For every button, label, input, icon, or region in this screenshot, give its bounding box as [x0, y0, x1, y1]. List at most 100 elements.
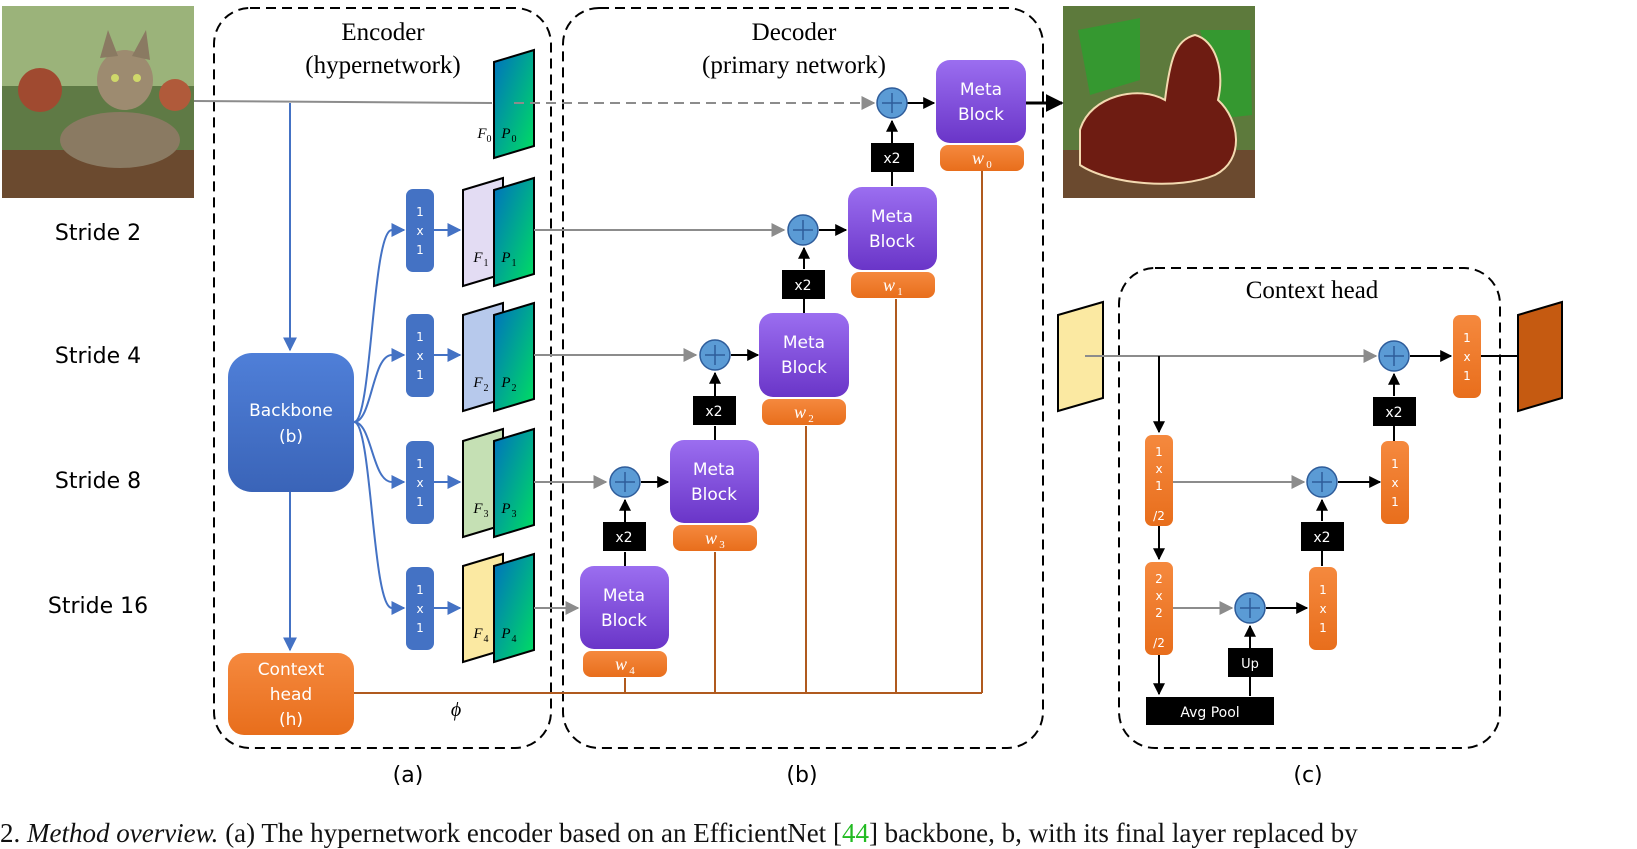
svg-text:x: x	[416, 224, 423, 238]
svg-text:4: 4	[629, 665, 635, 677]
meta-block-1: Meta Block	[848, 187, 937, 270]
meta-block-4: Meta Block	[580, 566, 669, 649]
svg-text:1: 1	[416, 205, 424, 219]
ctx-add-node-1	[1306, 466, 1338, 498]
svg-text:1: 1	[1319, 583, 1327, 597]
svg-text:Block: Block	[691, 485, 737, 505]
panel-label-c: (c)	[1293, 763, 1322, 788]
context-head-connections	[1085, 349, 1517, 696]
svg-text:1: 1	[897, 286, 903, 298]
upsample-x2-1: x2	[782, 270, 825, 299]
decoder-subtitle: (primary network)	[702, 52, 886, 79]
svg-text:x: x	[1463, 350, 1470, 364]
svg-text:3: 3	[484, 509, 489, 520]
svg-text:x: x	[416, 476, 423, 490]
ctx-conv2x2-half: 2 x 2 /2	[1145, 562, 1173, 655]
svg-text:F: F	[472, 501, 483, 517]
svg-text:P: P	[500, 126, 510, 142]
svg-text:Block: Block	[781, 358, 827, 378]
caption-part1: (a) The hypernetwork encoder based on an…	[218, 818, 842, 848]
stride-2-label: Stride 2	[55, 221, 141, 246]
caption-part2: ] backbone, b, with its final layer repl…	[868, 818, 1358, 848]
context-head-panel	[1118, 267, 1501, 749]
ctx-conv1x1-c: 1 x 1	[1453, 315, 1481, 398]
output-segmentation-image	[1063, 6, 1255, 198]
feature-maps-level2: F 2 P 2	[462, 301, 535, 413]
upsample-x2-0: x2	[871, 143, 914, 172]
panel-label-b: (b)	[786, 763, 817, 788]
svg-text:2: 2	[808, 413, 814, 425]
weight-w1: w 1	[851, 272, 935, 298]
svg-text:w: w	[705, 528, 717, 548]
conv1x1-stride4: 1 x 1	[406, 314, 434, 397]
svg-text:2: 2	[484, 383, 489, 394]
ctx-add-node-0	[1378, 340, 1410, 372]
feature-maps-level4: F 4 P 4	[462, 552, 535, 664]
svg-text:1: 1	[484, 258, 489, 269]
ctx-avg-pool: Avg Pool	[1146, 697, 1274, 725]
svg-text:x2: x2	[794, 278, 811, 294]
weight-w4: w 4	[583, 651, 667, 677]
svg-text:3: 3	[719, 539, 725, 551]
svg-text:w: w	[615, 654, 627, 674]
encoder-panel	[213, 7, 552, 749]
backbone-sublabel: (b)	[279, 427, 303, 447]
backbone-label: Backbone	[249, 401, 333, 421]
svg-text:/2: /2	[1153, 509, 1165, 523]
ctx-up-box: Up	[1228, 648, 1273, 677]
caption-ref[interactable]: 44	[841, 818, 869, 848]
svg-text:0: 0	[487, 134, 492, 145]
caption-prefix: 2.	[0, 818, 27, 848]
svg-text:Meta: Meta	[960, 80, 1002, 100]
svg-text:P: P	[500, 501, 510, 517]
svg-text:1: 1	[1391, 457, 1399, 471]
svg-text:x2: x2	[1385, 405, 1402, 421]
feature-maps-level1: F 1 P 1	[462, 176, 535, 288]
weight-w2: w 2	[762, 399, 846, 425]
svg-text:Meta: Meta	[871, 207, 913, 227]
svg-text:1: 1	[1155, 445, 1163, 459]
panel-label-a: (a)	[393, 763, 424, 788]
feature-map-p0: F 0 P 0	[476, 48, 535, 160]
svg-text:2: 2	[1155, 572, 1163, 586]
conv1x1-stride2: 1 x 1	[406, 189, 434, 272]
svg-text:2: 2	[1155, 606, 1163, 620]
stride-16-label: Stride 16	[48, 594, 148, 619]
encoder-title: Encoder	[341, 19, 425, 46]
svg-text:1: 1	[512, 258, 517, 269]
svg-text:P: P	[500, 626, 510, 642]
svg-text:x2: x2	[615, 530, 632, 546]
svg-text:P: P	[500, 250, 510, 266]
upsample-x2-3: x2	[603, 522, 646, 551]
ctx-conv1x1-half: 1 x 1 /2	[1145, 435, 1173, 526]
svg-text:2: 2	[512, 383, 517, 394]
input-cat-image	[2, 6, 194, 198]
stride-8-label: Stride 8	[55, 469, 141, 494]
encoder-connections	[283, 103, 462, 652]
context-head-label-3: (h)	[279, 710, 303, 730]
svg-text:Block: Block	[869, 232, 915, 252]
backbone-block	[228, 353, 354, 492]
svg-text:x: x	[416, 349, 423, 363]
svg-text:1: 1	[1463, 331, 1471, 345]
stride-4-label: Stride 4	[55, 344, 141, 369]
svg-text:1: 1	[1463, 369, 1471, 383]
svg-text:x: x	[1155, 589, 1162, 603]
svg-text:x: x	[1391, 476, 1398, 490]
weight-w3: w 3	[673, 525, 757, 551]
conv1x1-stride16: 1 x 1	[406, 567, 434, 650]
ctx-add-node-2	[1234, 592, 1266, 624]
caption-italic: Method overview.	[27, 818, 219, 848]
weight-w0: w 0	[940, 145, 1024, 171]
svg-text:1: 1	[1391, 495, 1399, 509]
meta-block-3: Meta Block	[670, 440, 759, 523]
context-head-label-2: head	[270, 685, 312, 705]
context-output-feature	[1517, 300, 1563, 413]
svg-text:1: 1	[416, 330, 424, 344]
svg-text:0: 0	[512, 134, 517, 145]
decoder-panel	[562, 7, 1044, 749]
svg-text:1: 1	[416, 621, 424, 635]
add-node-0	[876, 87, 908, 119]
svg-text:x2: x2	[1313, 530, 1330, 546]
